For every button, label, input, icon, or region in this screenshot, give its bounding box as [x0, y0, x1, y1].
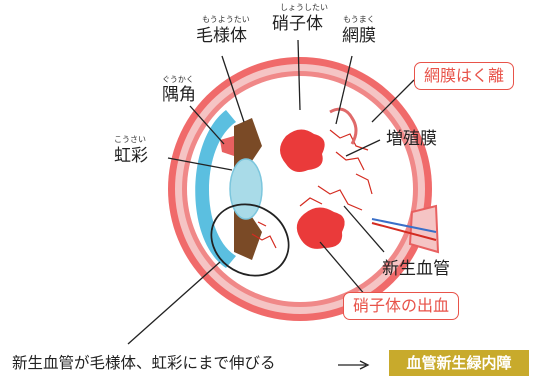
optic-nerve [371, 204, 440, 254]
vitreous-hemorrhage-callout: 硝子体の出血 [343, 292, 460, 320]
retina-ruby: もうまく [343, 15, 375, 24]
neovascularization-label: 新生血管 [382, 259, 450, 279]
hemorrhage-lower [296, 207, 345, 249]
caption-text: 新生血管が毛様体、虹彩にまで伸びる [12, 354, 276, 372]
hemorrhage-upper [280, 129, 325, 172]
iris-ruby: こうさい [114, 135, 146, 144]
cornea [195, 110, 236, 268]
angle-ruby: ぐうかく [162, 75, 194, 84]
glaucoma-result-box: 血管新生緑内障 [389, 350, 529, 376]
angle-label: 隅角 [162, 85, 196, 105]
vitreous-label: 硝子体 [272, 14, 323, 34]
retinal-detachment-callout: 網膜はく離 [414, 62, 515, 90]
retina-label: 網膜 [342, 26, 376, 46]
new-vessels [251, 129, 373, 249]
ciliary-body-ruby: もうようたい [202, 15, 250, 24]
highlight-ellipse [210, 203, 290, 277]
iris-upper [234, 118, 262, 170]
iris-label: 虹彩 [114, 146, 148, 166]
proliferative-membrane-label: 増殖膜 [386, 129, 437, 149]
angle-mark [220, 136, 234, 156]
iris-lower [234, 208, 262, 260]
leader-lines [127, 39, 415, 370]
retinal-detachment-fold [329, 107, 358, 145]
lens [229, 158, 263, 220]
ciliary-body-label: 毛様体 [196, 26, 247, 46]
vitreous-ruby: しょうしたい [280, 3, 328, 12]
